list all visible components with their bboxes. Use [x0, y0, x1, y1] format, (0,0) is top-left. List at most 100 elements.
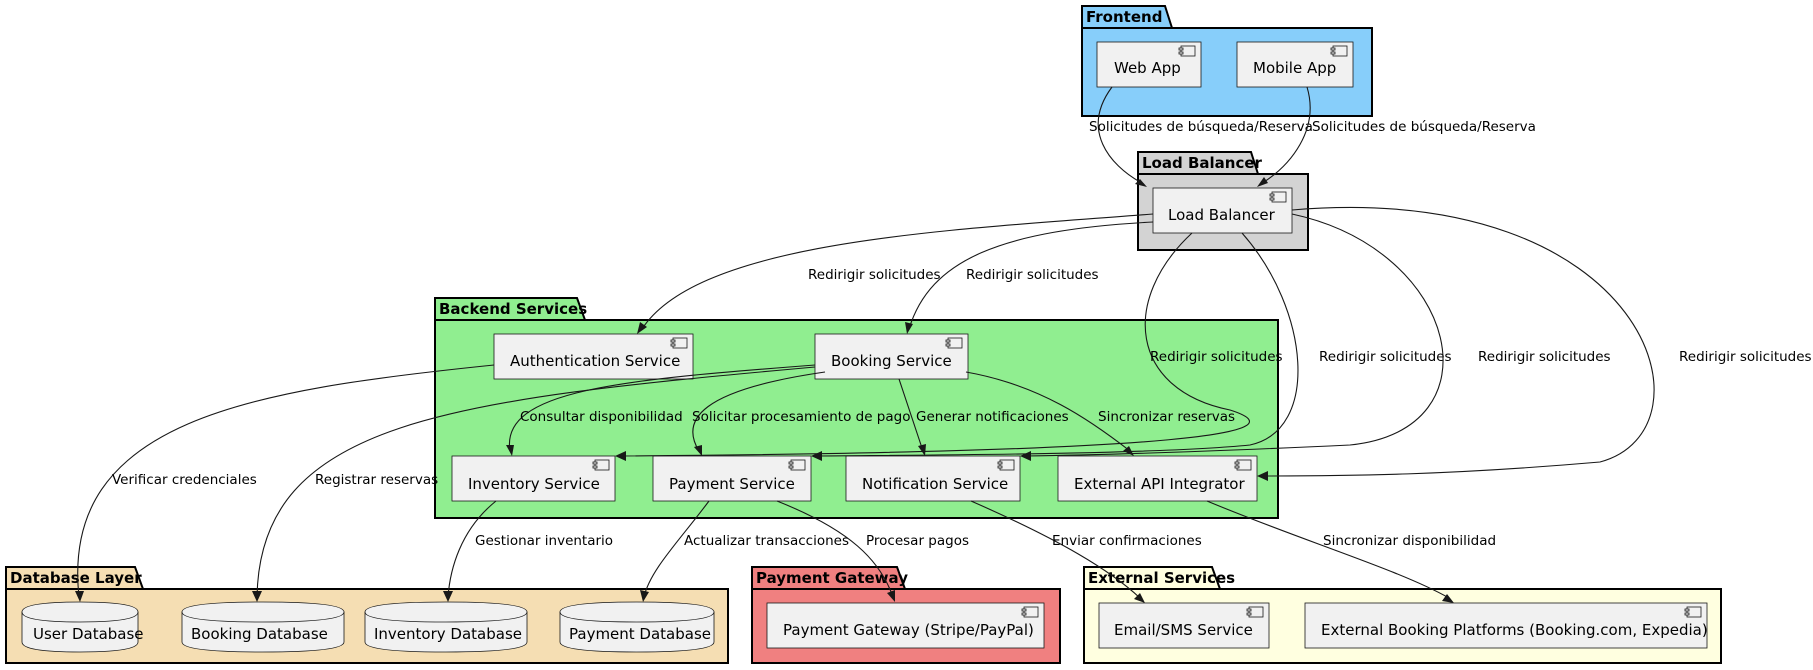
edge-lb-to-notification [1024, 213, 1444, 457]
edge-label-booking-to-payment: Solicitar procesamiento de pago [692, 409, 910, 425]
arrowhead [694, 445, 702, 456]
edge-label-payment-to-paymentdb: Actualizar transacciones [684, 533, 849, 549]
arrowhead [1442, 594, 1454, 603]
arrowhead [1123, 446, 1134, 456]
component-icon [945, 337, 963, 349]
component-icon [1684, 606, 1702, 618]
database-payment[interactable]: Payment Database [559, 601, 715, 653]
component-payment-service-label: Payment Service [669, 475, 795, 493]
arrowhead [918, 444, 926, 456]
arrowhead [1257, 471, 1268, 481]
arrowhead [1257, 177, 1268, 187]
database-inventory-label: Inventory Database [374, 625, 522, 643]
component-email-sms-service[interactable]: Email/SMS Service [1098, 602, 1270, 649]
edge-auth-to-userdb [77, 364, 495, 598]
component-icon [997, 459, 1015, 471]
component-icon [788, 459, 806, 471]
package-database-title: Database Layer [10, 569, 142, 587]
database-cylinder [559, 601, 715, 653]
arrowhead [252, 591, 262, 602]
edge-booking-to-notification [898, 378, 924, 452]
edge-mobile-to-lb [1263, 86, 1311, 183]
edge-label-lb-to-inventory: Redirigir solicitudes [1150, 349, 1283, 365]
component-load-balancer[interactable]: Load Balancer [1152, 187, 1293, 234]
edge-label-notification-to-email: Enviar confirmaciones [1052, 533, 1202, 549]
component-booking-service[interactable]: Booking Service [814, 333, 969, 380]
component-icon [1178, 45, 1196, 57]
component-external-booking-platforms-box [1304, 602, 1708, 649]
component-email-sms-service-label: Email/SMS Service [1114, 621, 1253, 639]
edge-label-booking-to-external: Sincronizar reservas [1098, 409, 1235, 425]
component-web-app-label: Web App [1114, 59, 1181, 77]
component-external-booking-platforms-label: External Booking Platforms (Booking.com,… [1321, 621, 1708, 639]
package-backend-title: Backend Services [439, 300, 587, 318]
edge-external-to-platforms [1206, 500, 1450, 599]
edge-payment-to-paymentdb [643, 500, 710, 598]
component-external-api-integrator[interactable]: External API Integrator [1057, 455, 1258, 502]
edge-booking-to-external [965, 371, 1131, 452]
component-notification-service-box [845, 455, 1021, 502]
edge-label-booking-to-bookingdb: Registrar reservas [315, 472, 438, 488]
component-inventory-service[interactable]: Inventory Service [451, 455, 616, 502]
component-authentication-service-label: Authentication Service [510, 352, 680, 370]
arrowhead [905, 322, 913, 334]
package-payment-gateway-title: Payment Gateway [756, 569, 908, 587]
component-icon [1234, 459, 1252, 471]
package-external-services-title: External Services [1088, 569, 1235, 587]
package-load-balancer-title: Load Balancer [1142, 154, 1263, 172]
database-cylinder [21, 601, 139, 653]
arrowhead [637, 322, 647, 334]
component-mobile-app[interactable]: Mobile App [1236, 41, 1354, 88]
component-booking-service-label: Booking Service [831, 352, 952, 370]
edge-label-lb-to-notification: Redirigir solicitudes [1478, 349, 1611, 365]
database-cylinder-rim [559, 611, 715, 623]
component-payment-gateway-box [766, 602, 1045, 649]
component-web-app[interactable]: Web App [1096, 41, 1202, 88]
component-icon [592, 459, 610, 471]
edge-label-payment-to-gateway: Procesar pagos [866, 533, 969, 549]
database-user-label: User Database [33, 625, 144, 643]
edge-label-lb-to-auth: Redirigir solicitudes [808, 267, 941, 283]
database-payment-label: Payment Database [569, 625, 711, 643]
database-booking-label: Booking Database [191, 625, 328, 643]
edge-label-lb-to-external: Redirigir solicitudes [1679, 349, 1812, 365]
database-cylinder-rim [21, 611, 139, 623]
edge-booking-to-bookingdb [256, 366, 816, 598]
database-cylinder-rim [364, 611, 528, 623]
component-external-api-integrator-box [1057, 455, 1258, 502]
database-cylinder [181, 601, 345, 653]
component-icon [1246, 606, 1264, 618]
component-icon [670, 337, 688, 349]
arrowhead [1135, 179, 1147, 187]
component-notification-service-label: Notification Service [862, 475, 1008, 493]
component-mobile-app-label: Mobile App [1253, 59, 1336, 77]
arrowhead [506, 445, 514, 456]
component-external-booking-platforms[interactable]: External Booking Platforms (Booking.com,… [1304, 602, 1708, 649]
database-cylinder [364, 601, 528, 653]
edge-label-lb-to-booking: Redirigir solicitudes [966, 267, 1099, 283]
edge-label-auth-to-userdb: Verificar credenciales [112, 472, 257, 488]
component-payment-service[interactable]: Payment Service [652, 455, 812, 502]
edge-web-to-lb [1097, 86, 1141, 183]
arrowhead [640, 590, 649, 602]
component-notification-service[interactable]: Notification Service [845, 455, 1021, 502]
component-payment-gateway[interactable]: Payment Gateway (Stripe/PayPal) [766, 602, 1045, 649]
edge-label-inventory-to-inventorydb: Gestionar inventario [475, 533, 613, 549]
database-booking[interactable]: Booking Database [181, 601, 345, 653]
database-user[interactable]: User Database [21, 601, 144, 653]
edges: Solicitudes de búsqueda/Reserva Solicitu… [75, 86, 1812, 603]
arrowhead [75, 591, 84, 602]
component-icon [1330, 45, 1348, 57]
component-external-api-integrator-label: External API Integrator [1074, 475, 1245, 493]
component-authentication-service[interactable]: Authentication Service [493, 333, 694, 380]
edge-lb-to-inventory [619, 232, 1251, 457]
package-frontend-title: Frontend [1086, 8, 1162, 26]
component-icon [1021, 606, 1039, 618]
edge-label-web-to-lb: Solicitudes de búsqueda/Reserva [1089, 119, 1313, 135]
arrowhead [887, 590, 895, 602]
database-inventory[interactable]: Inventory Database [364, 601, 528, 653]
edge-label-external-to-platforms: Sincronizar disponibilidad [1323, 533, 1496, 549]
edge-payment-to-gateway [776, 500, 894, 598]
